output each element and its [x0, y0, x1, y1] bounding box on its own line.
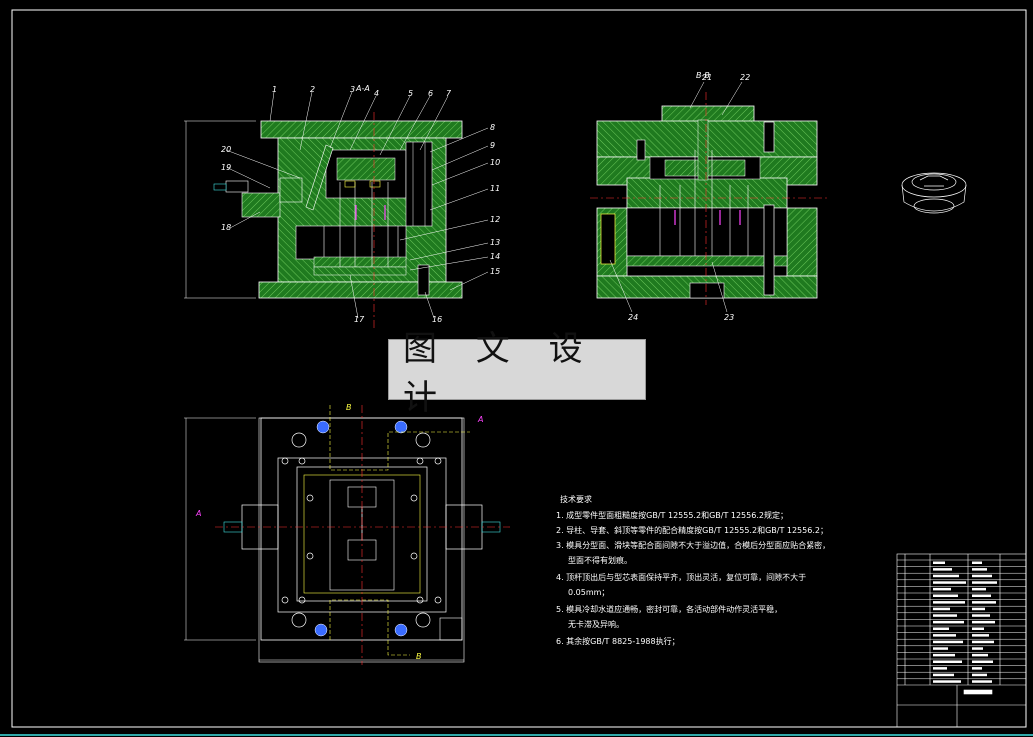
note-item: 2. 导柱、导套、斜顶等零件的配合精度按GB/T 12555.2和GB/T 12…	[556, 526, 828, 535]
watermark-banner: 图 文 设 计	[388, 329, 646, 418]
section-view-aa	[184, 91, 489, 330]
drawing-border	[11, 9, 1027, 728]
note-item: 5. 模具冷却水道应通畅，密封可靠，各活动部件动作灵活平稳，	[556, 605, 783, 614]
part-3d-thumbnail	[901, 172, 967, 214]
technical-requirements: 技术要求 1. 成型零件型面粗糙度按GB/T 12555.2和GB/T 1255…	[556, 496, 856, 653]
note-item: 1. 成型零件型面粗糙度按GB/T 12555.2和GB/T 12556.2规定…	[556, 511, 788, 520]
note-continuation: 0.05mm；	[568, 588, 610, 597]
note-item: 3. 模具分型面、滑块等配合面间隙不大于溢边值，合模后分型面应贴合紧密，	[556, 541, 831, 550]
title-block-rows	[897, 559, 1026, 683]
note-continuation: 无卡滞及异响。	[568, 620, 624, 629]
section-view-bb	[590, 81, 830, 313]
watermark-text: 图 文 设 计	[403, 328, 597, 418]
note-continuation: 型面不得有划痕。	[568, 556, 632, 565]
plan-view	[184, 405, 510, 665]
note-item: 4. 顶杆顶出后与型芯表面保持平齐，顶出灵活，复位可靠，间隙不大于	[556, 573, 807, 582]
notes-title: 技术要求	[560, 495, 592, 504]
note-item: 6. 其余按GB/T 8825-1988执行；	[556, 637, 680, 646]
